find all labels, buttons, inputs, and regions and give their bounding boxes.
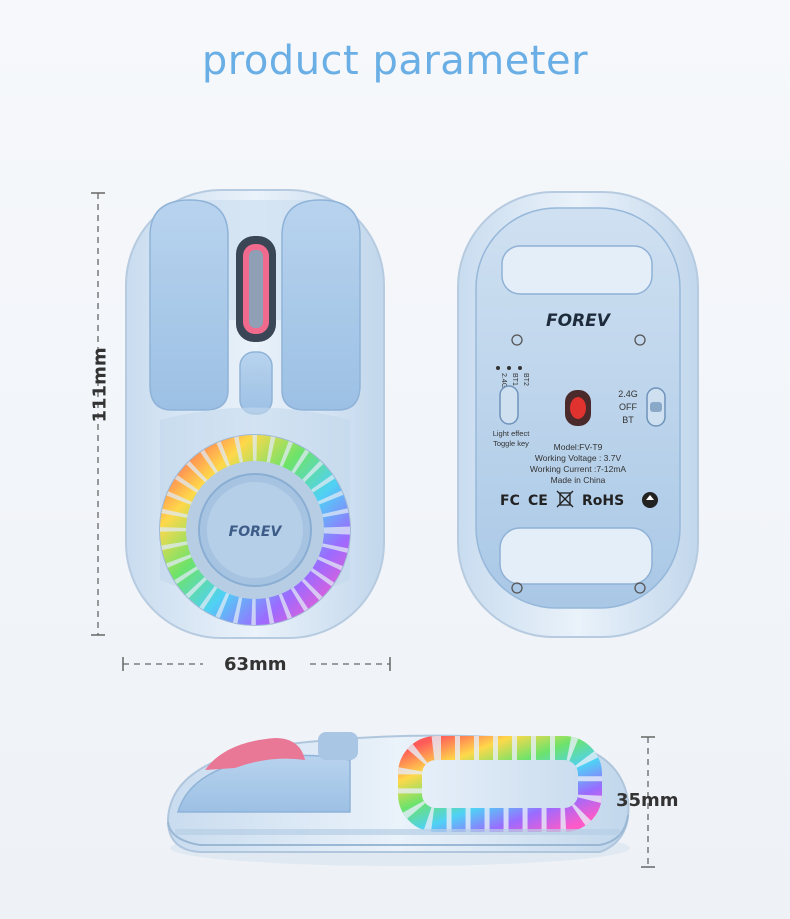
height-label: 35mm	[616, 790, 679, 811]
page-title: product parameter	[201, 38, 589, 84]
width-dimension	[122, 657, 391, 671]
recycle-icon	[642, 492, 658, 508]
light-key-label-2: Toggle key	[493, 439, 529, 448]
width-label: 63mm	[224, 654, 287, 675]
spec-current: Working Current :7-12mA	[530, 464, 627, 474]
fcc-mark: FC	[500, 493, 520, 509]
switch-24g-label: 2.4G	[618, 389, 638, 399]
light-key-label-1: Light effect	[493, 429, 530, 438]
left-button	[149, 199, 229, 411]
ce-mark: CE	[528, 493, 548, 509]
rohs-mark: RoHS	[582, 493, 624, 509]
mouse-top-view: FOREV	[125, 189, 385, 639]
mode-24g-label: 2.4G	[500, 373, 507, 388]
dpi-button	[239, 351, 273, 415]
side-rgb-ring	[398, 736, 602, 832]
height-dimension	[641, 736, 655, 868]
mouse-bottom-view: FOREV 2.4G BT1 BT2 Light effect Toggle k…	[457, 191, 699, 638]
bottom-skate	[499, 527, 653, 585]
optical-sensor	[570, 397, 586, 419]
mode-bt1-label: BT1	[511, 373, 518, 386]
light-effect-key	[499, 385, 519, 425]
spec-model: Model:FV-T9	[554, 442, 603, 452]
right-button	[281, 199, 361, 411]
length-dimension	[91, 192, 105, 636]
side-button-shell	[177, 754, 351, 813]
switch-bt-label: BT	[622, 415, 634, 425]
brand-logo-top: FOREV	[229, 524, 283, 540]
spec-voltage: Working Voltage : 3.7V	[535, 453, 622, 463]
spec-origin: Made in China	[551, 475, 606, 485]
top-skate	[501, 245, 653, 295]
switch-off-label: OFF	[619, 402, 637, 412]
mouse-side-view	[166, 732, 630, 866]
length-label: 111mm	[89, 347, 111, 423]
weee-bin-icon	[556, 490, 574, 508]
mode-bt2-label: BT2	[522, 373, 529, 386]
brand-logo-bottom: FOREV	[546, 311, 612, 331]
